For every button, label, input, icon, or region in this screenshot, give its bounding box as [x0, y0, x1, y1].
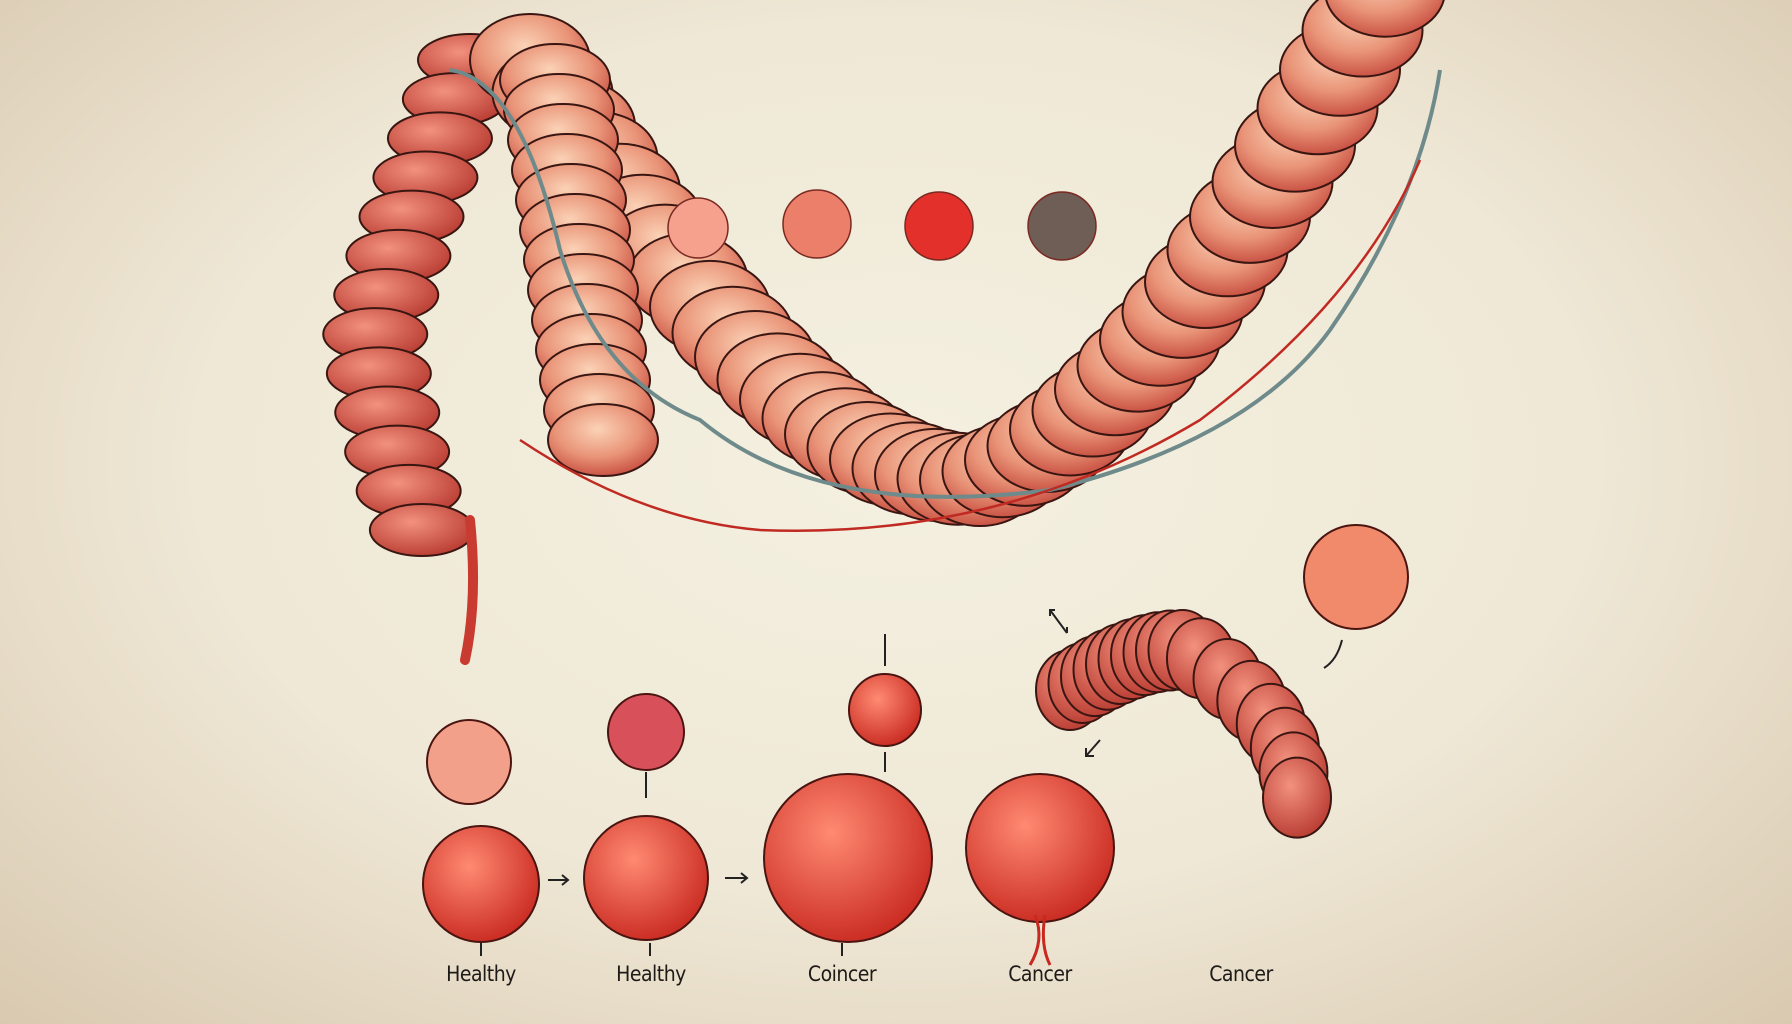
colon-segment [547, 403, 659, 477]
tumor-coincer [763, 773, 933, 943]
arrow-icon [548, 874, 570, 886]
transverse-colon [469, 0, 1445, 527]
descending-colon [322, 33, 523, 665]
tumor-stages [422, 524, 1409, 966]
connectors [480, 609, 1343, 956]
tumor-cancer [965, 773, 1115, 923]
tumor-healthy-1 [422, 825, 540, 943]
cell-cluster-1 [426, 719, 512, 805]
label-cancer-1: Cancer [1008, 962, 1072, 986]
polyp-dark [1027, 191, 1097, 261]
double-arrow-icon [1049, 609, 1068, 634]
arrow-icon [1085, 739, 1101, 757]
cell-cluster-3 [848, 673, 922, 747]
polyp-growing [782, 189, 852, 259]
artery [519, 159, 1422, 532]
label-healthy-1: Healthy [446, 962, 516, 986]
colon-segment [1262, 756, 1333, 839]
polyp-early [667, 197, 729, 259]
label-healthy-2: Healthy [616, 962, 686, 986]
cell-cluster-2 [607, 693, 685, 771]
rectum-tail [460, 515, 479, 665]
small-colon-segment [1035, 609, 1333, 839]
cell-cluster-4 [1303, 524, 1409, 630]
blood-vessel [449, 68, 1442, 499]
colon-segment [1325, 0, 1445, 38]
colon-segment [368, 503, 475, 557]
top-tumor-row [667, 189, 1097, 261]
tumor-healthy-2 [583, 815, 709, 941]
label-coincer: Coincer [807, 962, 877, 986]
polyp-red [904, 191, 974, 261]
arrow-icon [725, 872, 749, 884]
label-cancer-2: Cancer [1209, 962, 1273, 986]
